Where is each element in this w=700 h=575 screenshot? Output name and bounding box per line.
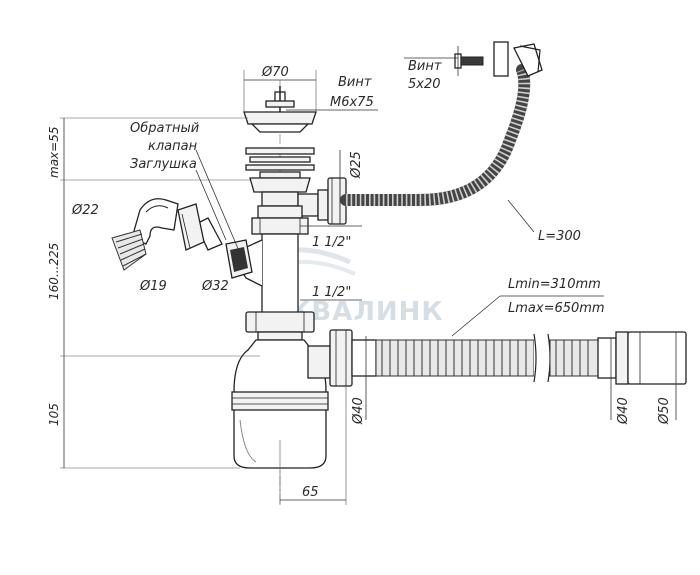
label-plug: Заглушка: [130, 157, 197, 172]
label-screw1-b: М6x75: [330, 95, 374, 110]
labels: Ø70 Винт М6x75 Винт 5x20 Обратный клапан…: [47, 59, 672, 500]
corrugated-drain-pipe: [375, 331, 687, 385]
label-dim-105: 105: [47, 403, 61, 426]
label-screw1-a: Винт: [338, 75, 372, 90]
label-d19: Ø19: [139, 279, 167, 294]
label-check-valve-b: клапан: [148, 139, 198, 154]
overflow-hose: [340, 41, 543, 206]
label-lmax: Lmax=650mm: [508, 301, 605, 316]
label-hose-length: L=300: [538, 229, 581, 244]
label-lmin: Lmin=310mm: [508, 277, 601, 292]
label-d25: Ø25: [349, 151, 364, 179]
label-d50: Ø50: [657, 397, 672, 425]
label-screw2-a: Винт: [408, 59, 442, 74]
label-check-valve-a: Обратный: [130, 121, 199, 136]
label-thread-lower: 1 1/2": [312, 285, 351, 300]
bottle-siphon: [231, 339, 329, 469]
sink-drain-grate: [243, 86, 317, 207]
label-thread-upper: 1 1/2": [312, 235, 351, 250]
elbow-adaptor: [111, 198, 179, 271]
label-d32: Ø32: [201, 279, 229, 294]
side-inlet-valve: [177, 203, 253, 279]
label-d40-left: Ø40: [351, 397, 366, 425]
label-d70: Ø70: [261, 65, 289, 80]
label-dim-65: 65: [302, 485, 319, 500]
label-dim-160-225: 160...225: [47, 243, 61, 300]
label-d40-right: Ø40: [616, 397, 631, 425]
small-screw: [454, 46, 484, 76]
dimension-lines: [60, 57, 677, 505]
label-screw2-b: 5x20: [408, 77, 441, 92]
label-dim-max55: max=55: [47, 127, 61, 178]
main-tube: [235, 205, 315, 341]
label-d22: Ø22: [71, 203, 99, 218]
